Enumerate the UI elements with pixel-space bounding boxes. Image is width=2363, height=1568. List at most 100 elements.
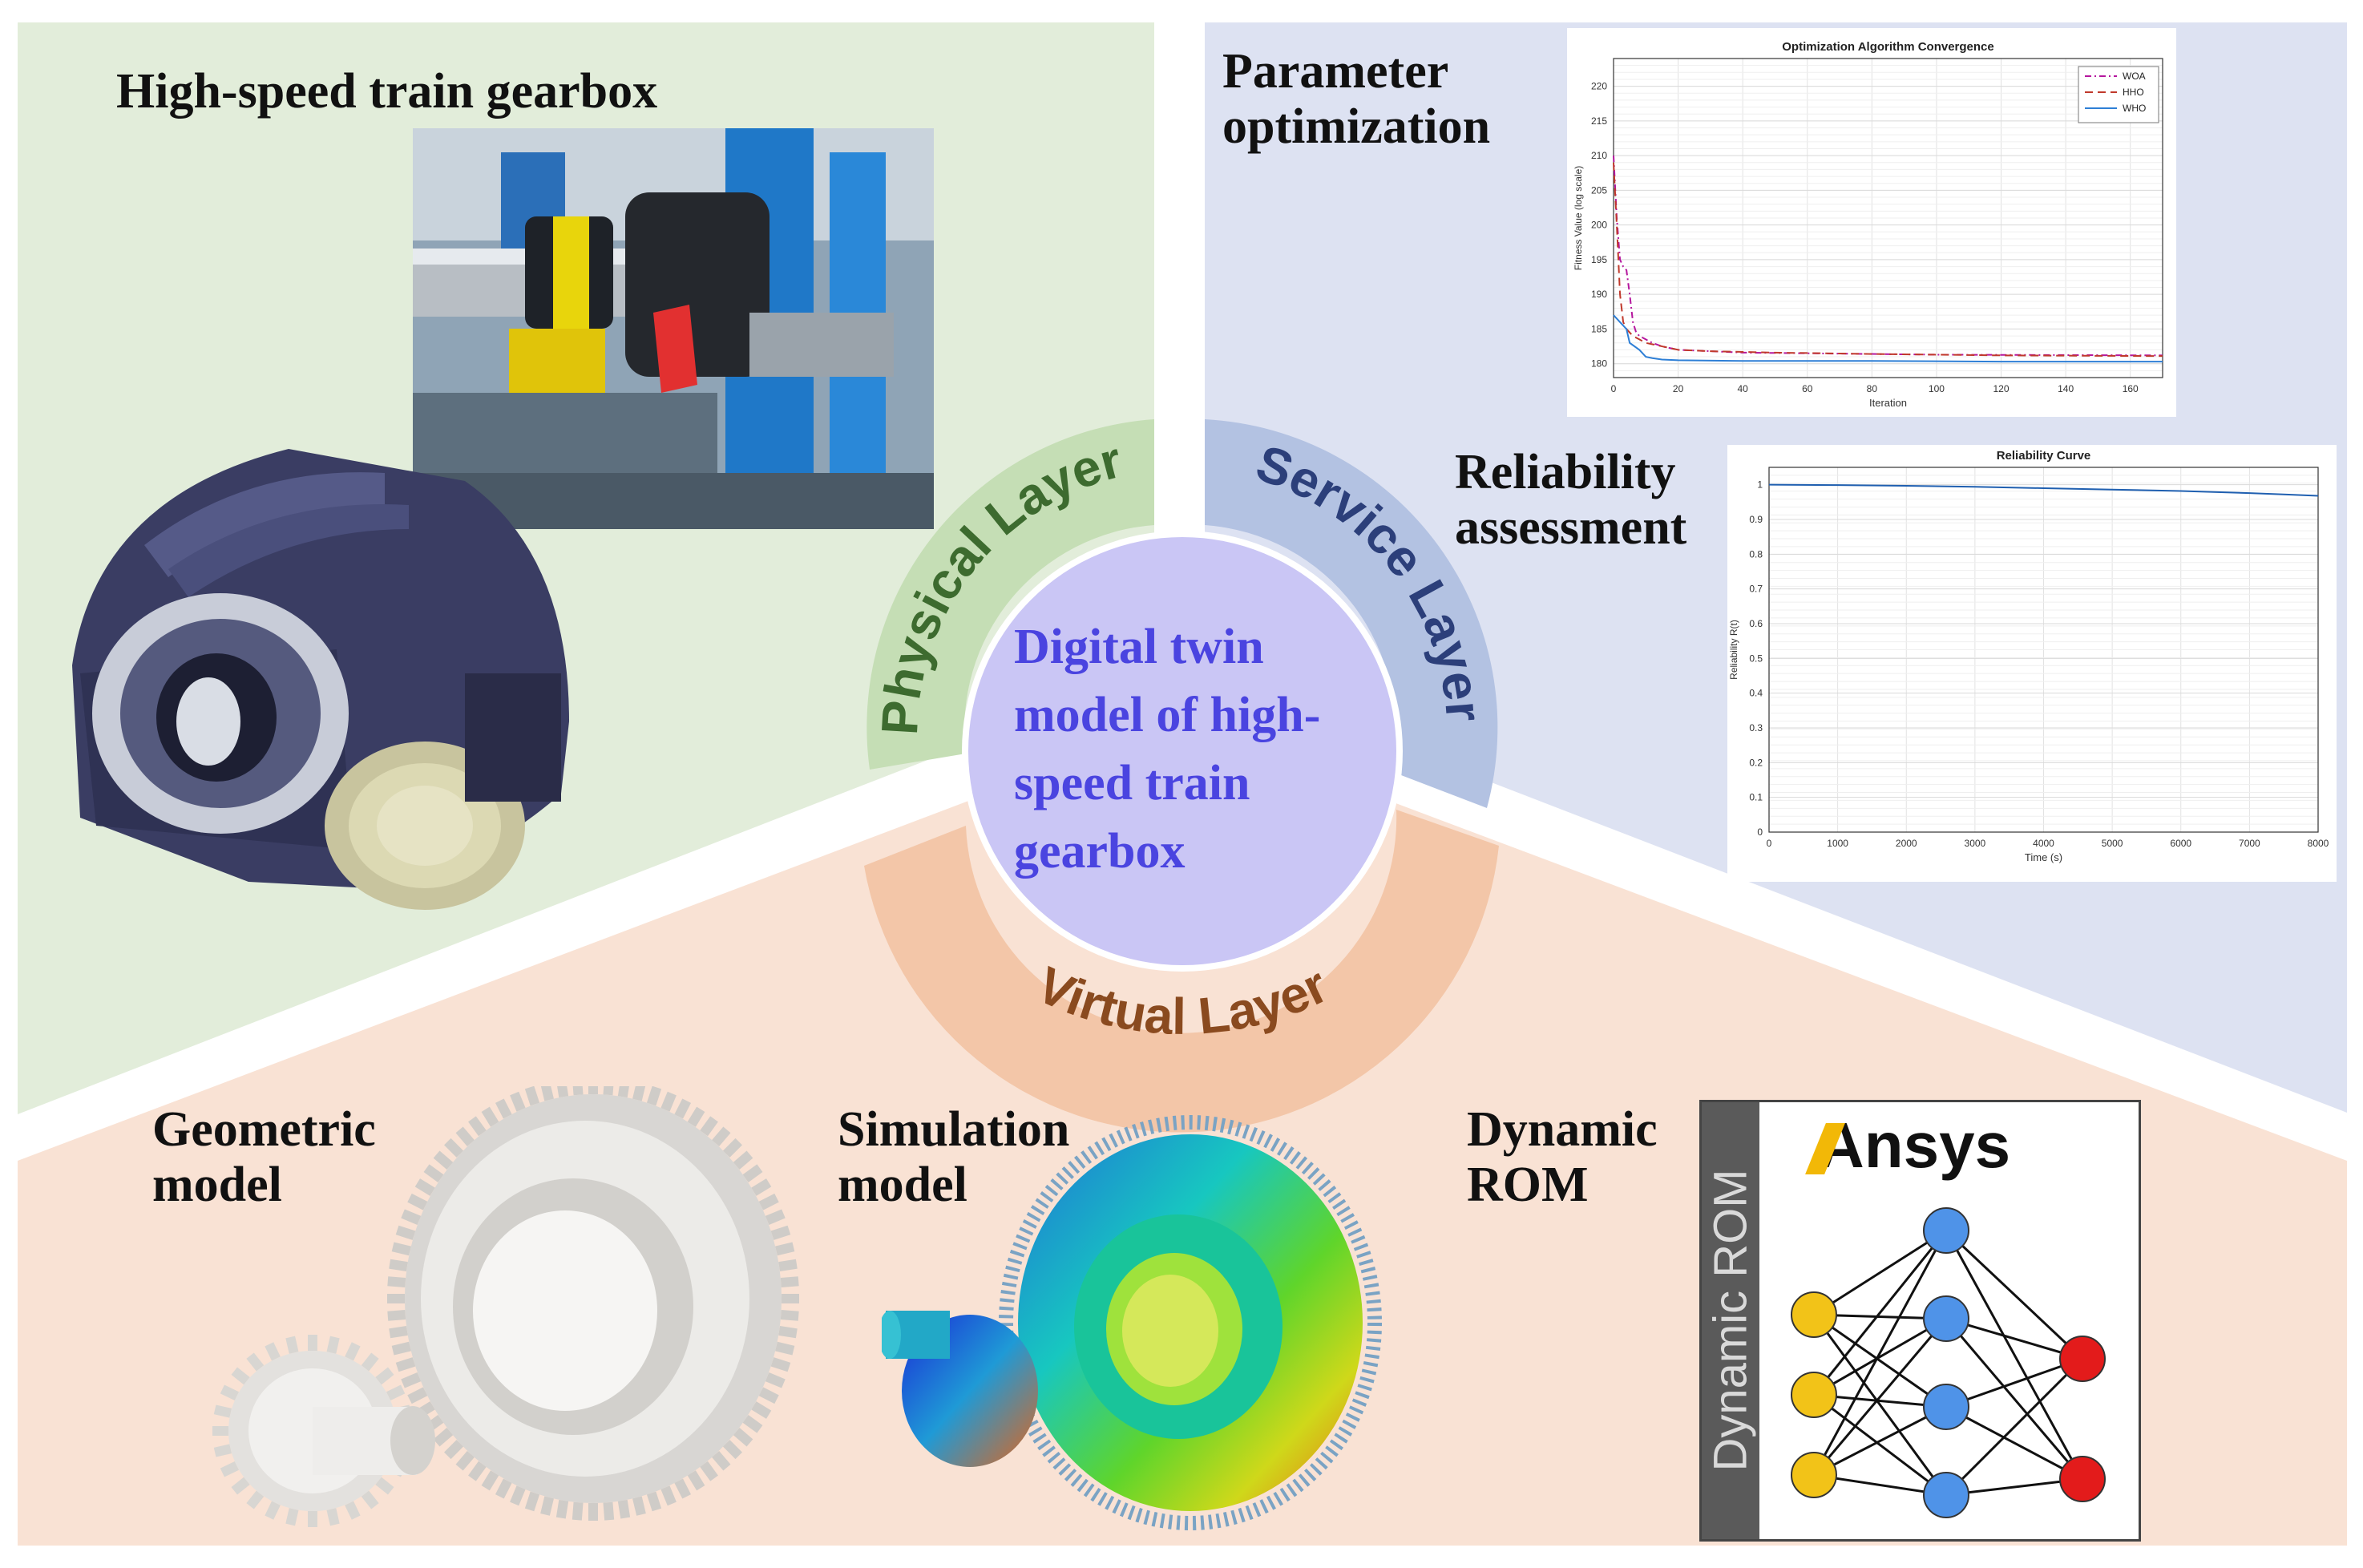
nn-input-node — [1791, 1291, 1837, 1338]
gear-tooth — [265, 1342, 281, 1361]
gear-tooth — [433, 1150, 454, 1170]
gearbox-housing-image — [72, 449, 569, 910]
gear-tooth — [780, 1310, 799, 1321]
x-tick-label: 6000 — [2170, 838, 2191, 849]
x-tick-label: 120 — [1993, 383, 2010, 394]
gear-tooth — [386, 1384, 406, 1401]
rom-side-label: Dynamic ROM — [1704, 1169, 1757, 1472]
y-tick-label: 0.2 — [1749, 757, 1763, 768]
gear-tooth — [345, 1342, 361, 1361]
neural-network-icon — [1791, 1207, 2106, 1518]
y-axis-label: Reliability R(t) — [1728, 620, 1739, 680]
virtual-ring — [864, 810, 1499, 1133]
nn-edge — [1812, 1314, 1948, 1496]
y-tick-label: 200 — [1591, 220, 1607, 231]
gear-tooth — [778, 1325, 798, 1339]
gear-tooth — [220, 1461, 240, 1477]
gear-tooth — [265, 1501, 281, 1520]
nn-edge — [1945, 1229, 2084, 1360]
gear-tooth — [722, 1138, 742, 1158]
physical-ring — [866, 419, 1154, 770]
gear-tooth — [423, 1164, 444, 1182]
param-opt-line: optimization — [1222, 99, 1491, 155]
nn-edge — [1813, 1229, 1947, 1316]
nn-edge — [1812, 1230, 1948, 1476]
series-line-woa — [1613, 156, 2163, 357]
nn-hidden-node — [1923, 1207, 1969, 1254]
gear-tooth — [510, 1091, 526, 1112]
gear-tooth — [407, 1387, 428, 1404]
gear-tooth — [481, 1470, 499, 1491]
reliability-line: Reliability — [1455, 445, 1676, 499]
x-tick-label: 0 — [1767, 838, 1772, 849]
gear-tooth — [603, 1086, 615, 1096]
nn-edge — [1813, 1317, 1947, 1396]
gear-tooth — [632, 1496, 646, 1516]
gear-tooth — [555, 1086, 569, 1098]
gear-tooth — [391, 1341, 411, 1356]
gear-tooth — [617, 1499, 631, 1519]
gear-tooth — [775, 1242, 795, 1256]
gear-tooth — [387, 1310, 406, 1321]
gear-tooth — [588, 1503, 598, 1521]
gear-tooth — [770, 1357, 791, 1372]
rom-panel: Dynamic ROM Ansys — [1699, 1100, 2141, 1542]
y-tick-label: 0.8 — [1749, 548, 1763, 560]
gear-tooth — [765, 1372, 786, 1388]
gear-tooth — [687, 1470, 705, 1491]
gear-tooth — [212, 1426, 228, 1436]
nn-edge — [1945, 1230, 2084, 1480]
series-line-hho — [1613, 162, 2163, 358]
x-tick-label: 5000 — [2102, 838, 2123, 849]
gear-tooth — [361, 1352, 379, 1372]
gear-tooth — [414, 1178, 435, 1196]
x-tick-label: 2000 — [1896, 838, 1917, 849]
reliability-label: Reliability assessment — [1455, 445, 1686, 556]
series-line-who — [1613, 314, 2163, 363]
nn-hidden-node — [1923, 1295, 1969, 1342]
gear-tooth — [572, 1086, 584, 1096]
x-axis-label: Iteration — [1869, 397, 1907, 409]
gear-tooth — [231, 1477, 250, 1495]
nn-edge — [1813, 1313, 1947, 1408]
nn-edge — [1945, 1357, 2084, 1497]
y-tick-label: 0.5 — [1749, 653, 1763, 664]
x-tick-label: 80 — [1867, 383, 1878, 394]
ansys-logo-text: Ansys — [1818, 1109, 2011, 1181]
gear-tooth — [326, 1336, 340, 1354]
gear-tooth — [770, 1225, 791, 1240]
gear-tooth — [468, 1461, 487, 1481]
center-line: Digital twin — [1014, 620, 1264, 674]
gear-tooth — [751, 1401, 772, 1419]
ansys-logo: Ansys — [1818, 1109, 2010, 1182]
y-tick-label: 205 — [1591, 184, 1607, 196]
dynamic-line: Dynamic — [1467, 1102, 1658, 1157]
gear-tooth — [524, 1086, 540, 1106]
x-tick-label: 7000 — [2239, 838, 2260, 849]
chart-title: Reliability Curve — [1997, 449, 2091, 463]
reliability-line: assessment — [1455, 500, 1687, 556]
y-tick-label: 0.6 — [1749, 618, 1763, 629]
nn-edge — [1945, 1317, 2083, 1360]
center-line: model of high- — [1014, 688, 1321, 742]
gear-tooth — [361, 1490, 379, 1509]
gear-tooth — [524, 1491, 540, 1512]
gear-tooth — [375, 1367, 394, 1385]
y-tick-label: 185 — [1591, 323, 1607, 334]
gear-tooth — [751, 1178, 772, 1196]
gear-tooth — [617, 1086, 631, 1098]
dynamic-rom-label: Dynamic ROM — [1467, 1102, 1658, 1214]
gear-tooth — [401, 1372, 422, 1388]
gear-tooth — [687, 1106, 705, 1127]
gear-tooth — [722, 1440, 742, 1460]
legend-box — [2078, 66, 2159, 123]
x-tick-label: 160 — [2123, 383, 2139, 394]
gear-tooth — [395, 1357, 416, 1372]
y-tick-label: 195 — [1591, 254, 1607, 265]
legend-label: HHO — [2123, 87, 2144, 98]
gear-tooth — [395, 1225, 416, 1240]
